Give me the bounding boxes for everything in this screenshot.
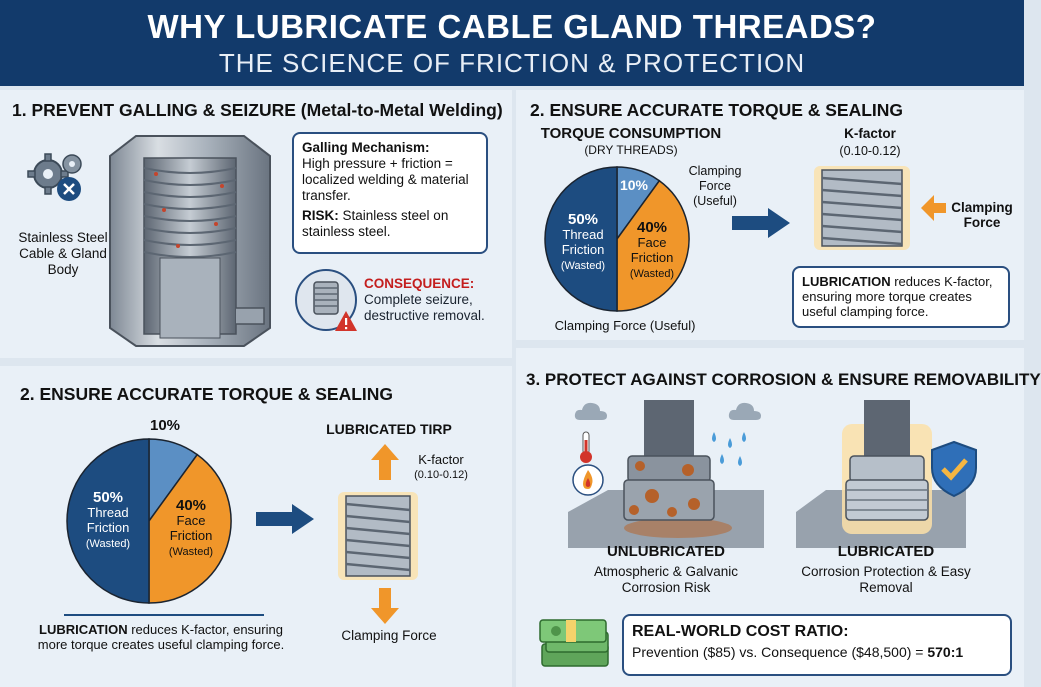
lubricated-heading: LUBRICATED — [837, 543, 935, 560]
pie-slice-thread-friction — [544, 166, 618, 312]
pie-bottom-face-label: 40% Face Friction (Wasted) — [168, 497, 214, 558]
lubricated-illustration — [796, 400, 966, 548]
page-subtitle: THE SCIENCE OF FRICTION & PROTECTION — [218, 48, 806, 78]
threaded-bolt-illustration-top — [814, 166, 910, 250]
arrow-left-icon — [921, 195, 946, 221]
pie-slice-face-friction — [616, 179, 690, 312]
corrosion-panel-title: 3. PROTECT AGAINST CORROSION & ENSURE RE… — [526, 370, 1041, 389]
arrow-down-icon — [371, 588, 399, 624]
thermometer-icon — [580, 431, 592, 463]
money-stack-icon — [539, 619, 609, 667]
risk-text: Stainless steel on stainless steel. — [302, 208, 449, 239]
mechanism-text: High pressure + friction = localized wel… — [302, 156, 469, 203]
water-drops-icon — [712, 432, 746, 466]
torque-top-bottom-label: Clamping Force (Useful) — [554, 318, 696, 333]
torque-top-title: 2. ENSURE ACCURATE TORQUE & SEALING — [530, 100, 904, 120]
cost-ratio-heading: REAL-WORLD COST RATIO: — [632, 623, 849, 640]
pie-top-thread-label: 50% Thread Friction (Wasted) — [560, 211, 606, 272]
pie-bottom-thread-label: 50% Thread Friction (Wasted) — [85, 489, 131, 550]
pie-slice-thread-friction — [66, 438, 150, 604]
gland-thread-icon — [295, 269, 357, 331]
page-title: WHY LUBRICATE CABLE GLAND THREADS? — [147, 8, 877, 45]
clamping-force-arrow-label: Clamping Force — [951, 200, 1013, 230]
torque-pie-chart — [544, 166, 690, 312]
pie-bottom-clamp-pct: 10% — [149, 417, 181, 434]
cloud-icon — [728, 402, 761, 420]
cost-ratio-text: Prevention ($85) vs. Consequence ($48,50… — [632, 644, 964, 660]
corrosion-panel: 3. PROTECT AGAINST CORROSION & ENSURE RE… — [516, 348, 1041, 687]
lubrication-callout-top: LUBRICATION reduces K-factor, ensuring m… — [792, 266, 1010, 328]
consequence-heading: CONSEQUENCE: — [364, 276, 475, 291]
pie-top-face-label: 40% Face Friction (Wasted) — [629, 219, 675, 280]
galling-panel-title: 1. PREVENT GALLING & SEIZURE (Metal-to-M… — [12, 100, 503, 120]
lubricated-text: Corrosion Protection & Easy Removal — [801, 564, 971, 595]
clamping-force-label-bottom: Clamping Force — [341, 628, 437, 643]
gears-icon — [27, 153, 82, 195]
torque-pie-chart-bottom — [66, 438, 232, 604]
cost-ratio-value: 570:1 — [927, 644, 964, 660]
unlubricated-illustration — [568, 400, 764, 548]
cancel-icon — [57, 177, 81, 201]
kfactor-label-top: K-factor — [844, 126, 896, 141]
torque-pie-title: TORQUE CONSUMPTION — [540, 125, 722, 142]
torque-pie-subtitle: (DRY THREADS) — [584, 143, 678, 157]
header-banner: WHY LUBRICATE CABLE GLAND THREADS? THE S… — [0, 0, 1024, 86]
fire-icon — [572, 464, 604, 496]
consequence-text: Complete seizure, destructive removal. — [364, 292, 485, 323]
torque-panel-bottom: 2. ENSURE ACCURATE TORQUE & SEALING 10% … — [0, 366, 512, 687]
arrow-right-icon — [732, 208, 790, 238]
galling-mechanism-callout: Galling Mechanism: High pressure + frict… — [292, 132, 488, 254]
arrow-up-icon — [371, 444, 399, 480]
kfactor-range-bottom: (0.10-0.12) — [414, 469, 468, 481]
pie-slice-face-friction — [148, 453, 232, 604]
kfactor-range-top: (0.10-0.12) — [839, 144, 901, 158]
gland-body-illustration — [109, 135, 271, 347]
pie-top-clamp-pct: 10% — [619, 177, 649, 193]
shield-check-icon — [931, 440, 977, 498]
risk-heading: RISK: — [302, 208, 339, 223]
pie-top-clamp-label: Clamping Force (Useful) — [688, 164, 742, 208]
lubrication-note-bottom: LUBRICATION reduces K-factor, ensuring m… — [37, 622, 285, 652]
mechanism-heading: Galling Mechanism: — [302, 140, 430, 155]
arrow-right-icon — [256, 504, 314, 534]
torque-panel-top: 2. ENSURE ACCURATE TORQUE & SEALING TORQ… — [516, 90, 1024, 340]
unlubricated-text: Atmospheric & Galvanic Corrosion Risk — [593, 564, 739, 595]
cost-ratio-callout: REAL-WORLD COST RATIO: Prevention ($85) … — [622, 614, 1012, 676]
divider-line — [64, 614, 264, 616]
lubricated-label: LUBRICATED TIRP — [326, 421, 452, 437]
torque-bottom-title: 2. ENSURE ACCURATE TORQUE & SEALING — [20, 384, 394, 404]
threaded-bolt-illustration-bottom — [338, 492, 418, 580]
gland-body-label: Stainless Steel Cable & Gland Body — [18, 230, 108, 277]
cloud-icon — [574, 402, 607, 420]
consequence-block: CONSEQUENCE: Complete seizure, destructi… — [364, 276, 510, 324]
warning-icon — [335, 311, 357, 331]
galling-panel: 1. PREVENT GALLING & SEIZURE (Metal-to-M… — [0, 90, 512, 358]
kfactor-label-bottom: K-factor — [418, 452, 464, 467]
unlubricated-heading: UNLUBRICATED — [606, 543, 726, 560]
